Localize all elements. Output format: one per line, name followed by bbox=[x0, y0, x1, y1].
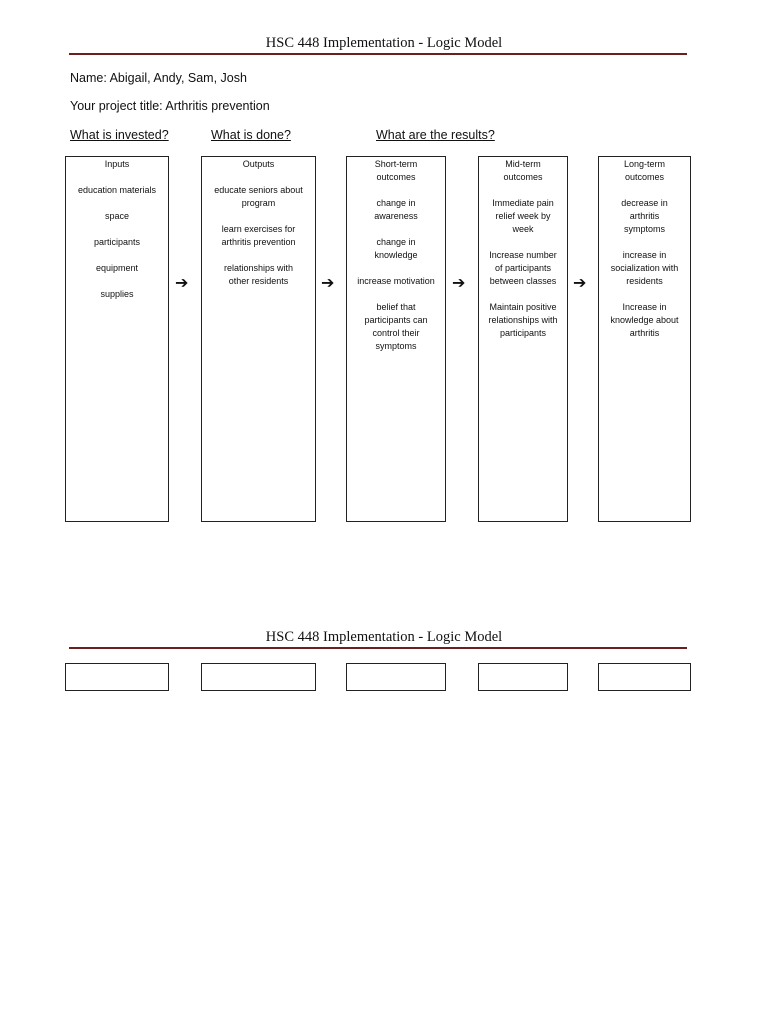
mid-term-outcomes-box: Mid-term outcomes Immediate pain relief … bbox=[478, 156, 568, 522]
empty-box bbox=[478, 663, 568, 691]
title-divider bbox=[69, 53, 687, 55]
box-item: relationships with other residents bbox=[223, 263, 294, 286]
heading-what-are-the-results: What are the results? bbox=[376, 128, 495, 142]
right-arrow-icon: ➔ bbox=[175, 275, 189, 292]
empty-box bbox=[598, 663, 691, 691]
names-field: Name: Abigail, Andy, Sam, Josh bbox=[70, 71, 247, 85]
right-arrow-icon: ➔ bbox=[452, 275, 466, 292]
right-arrow-icon: ➔ bbox=[573, 275, 587, 292]
box-item: increase motivation bbox=[357, 276, 435, 286]
long-term-outcomes-box: Long-term outcomes decrease in arthritis… bbox=[598, 156, 691, 522]
second-title-divider bbox=[69, 647, 687, 649]
box-item: equipment bbox=[95, 263, 139, 273]
box-item: Maintain positive relationships with par… bbox=[488, 302, 558, 338]
box-item: change in awareness bbox=[374, 198, 418, 221]
box-item: Immediate pain relief week by week bbox=[492, 198, 554, 234]
heading-what-is-done: What is done? bbox=[211, 128, 291, 142]
box-item: education materials bbox=[77, 185, 157, 195]
box-item: supplies bbox=[100, 289, 134, 299]
short-term-outcomes-box: Short-term outcomes change in awareness … bbox=[346, 156, 446, 522]
second-page-title: HSC 448 Implementation - Logic Model bbox=[265, 629, 503, 645]
box-heading: Mid-term outcomes bbox=[503, 159, 543, 182]
project-title-field: Your project title: Arthritis prevention bbox=[70, 99, 270, 113]
box-item: space bbox=[104, 211, 130, 221]
box-item: learn exercises for arthritis prevention bbox=[221, 224, 296, 247]
box-item: Increase number of participants between … bbox=[489, 250, 557, 286]
box-item: decrease in arthritis symptoms bbox=[621, 198, 668, 234]
inputs-box: Inputs education materials space partici… bbox=[65, 156, 169, 522]
right-arrow-icon: ➔ bbox=[321, 275, 335, 292]
box-heading: Long-term outcomes bbox=[623, 159, 666, 182]
box-item: belief that participants can control the… bbox=[364, 302, 428, 351]
box-item: change in knowledge bbox=[374, 237, 418, 260]
page-title: HSC 448 Implementation - Logic Model bbox=[265, 35, 503, 51]
box-item: increase in socialization with residents bbox=[610, 250, 679, 286]
box-heading: Inputs bbox=[104, 159, 130, 169]
heading-what-is-invested: What is invested? bbox=[70, 128, 169, 142]
empty-box bbox=[346, 663, 446, 691]
box-item: Increase in knowledge about arthritis bbox=[610, 302, 679, 338]
box-heading: Outputs bbox=[242, 159, 275, 169]
box-item: participants bbox=[93, 237, 141, 247]
empty-box bbox=[201, 663, 316, 691]
outputs-box: Outputs educate seniors about program le… bbox=[201, 156, 316, 522]
empty-box bbox=[65, 663, 169, 691]
box-item: educate seniors about program bbox=[214, 185, 303, 208]
box-heading: Short-term outcomes bbox=[374, 159, 418, 182]
